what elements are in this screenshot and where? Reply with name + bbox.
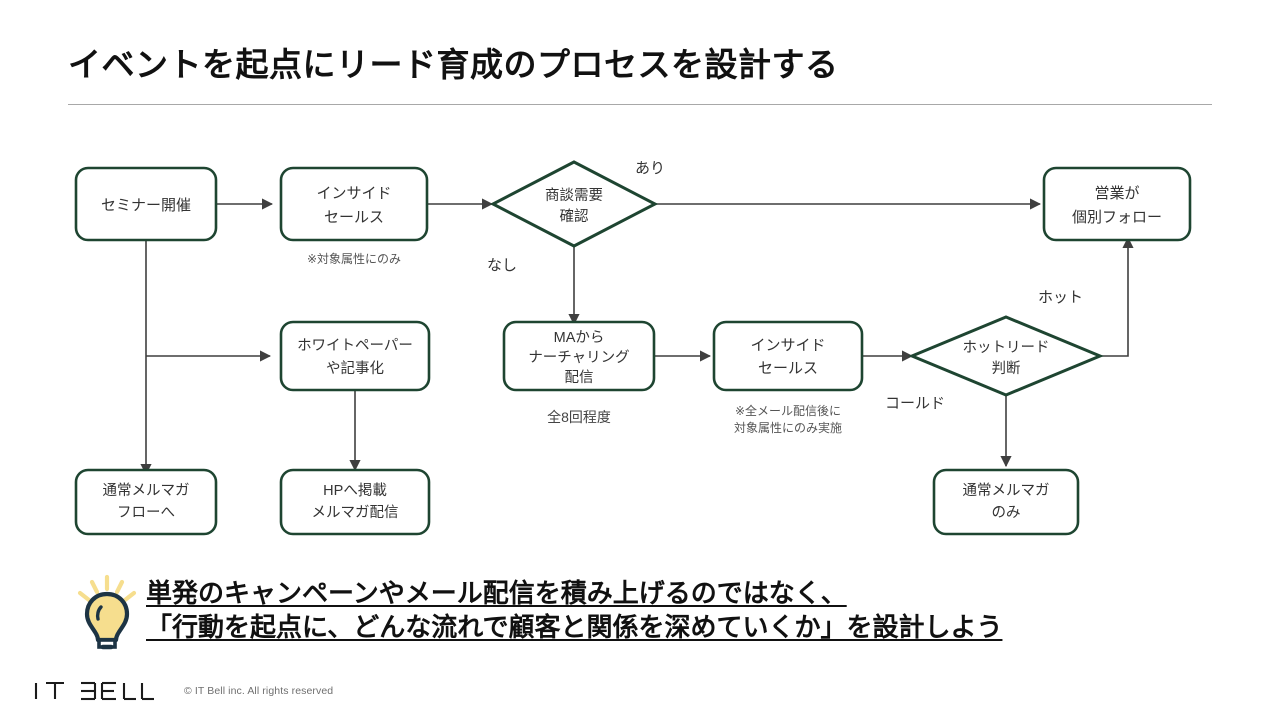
brand-wordmark-icon <box>34 681 154 701</box>
node-hot-lead-decision[interactable]: ホットリード 判断 <box>908 315 1104 397</box>
edge-label-yes: あり <box>635 160 665 177</box>
node-newsletter-only[interactable]: 通常メルマガ のみ <box>932 468 1080 536</box>
node-newsletter-flow-shape <box>74 468 218 536</box>
node-sales-follow-shape <box>1042 166 1192 242</box>
node-whitepaper[interactable]: ホワイトペーパー や記事化 <box>279 320 431 392</box>
node-seminar[interactable]: セミナー開催 <box>74 166 218 242</box>
note-inside-sales-2-line-1: ※全メール配信後に <box>735 403 841 418</box>
node-inside-sales-1[interactable]: インサイド セールス <box>279 166 429 242</box>
node-newsletter-only-shape <box>932 468 1080 536</box>
edge-label-cold: コールド <box>885 395 945 412</box>
callout-line-2: 「行動を起点に、どんな流れで顧客と関係を深めていくか」を設計しよう <box>146 612 1003 643</box>
node-hp-post[interactable]: HPへ掲載 メルマガ配信 <box>279 468 431 536</box>
node-inside-sales-1-label-1: インサイド <box>316 185 391 202</box>
node-sales-follow[interactable]: 営業が 個別フォロー <box>1042 166 1192 242</box>
copyright-text: © IT Bell inc. All rights reserved <box>184 685 334 697</box>
node-hot-lead-label-2: 判断 <box>992 360 1021 377</box>
node-inside-sales-1-shape <box>279 166 429 242</box>
node-newsletter-only-label-2: のみ <box>992 505 1021 521</box>
node-deal-need-label-1: 商談需要 <box>545 187 603 204</box>
node-inside-sales-2-label-1: インサイド <box>750 337 825 354</box>
node-inside-sales-2-label-2: セールス <box>758 360 818 377</box>
node-seminar-shape <box>74 166 218 242</box>
note-inside-sales-1: ※対象属性にのみ <box>307 252 401 266</box>
node-ma-nurturing[interactable]: MAから ナーチャリング 配信 <box>502 320 656 392</box>
node-seminar-label: セミナー開催 <box>101 197 191 214</box>
node-ma-nurturing-shape <box>502 320 656 392</box>
node-whitepaper-label-1: ホワイトペーパー <box>297 337 413 354</box>
page-title: イベントを起点にリード育成のプロセスを設計する <box>68 46 839 83</box>
key-takeaway-callout: 単発のキャンペーンやメール配信を積み上げるのではなく、 「行動を起点に、どんな流… <box>76 572 1226 656</box>
lightbulb-icon <box>77 574 137 650</box>
node-ma-nurturing-label-3: 配信 <box>565 369 594 386</box>
node-deal-need-shape <box>489 160 659 248</box>
node-newsletter-flow-label-2: フローへ <box>117 505 175 521</box>
process-flow-diagram: セミナー開催 インサイド セールス ※対象属性にのみ 商談需要 確認 あり なし… <box>74 160 1192 536</box>
node-whitepaper-label-2: や記事化 <box>326 360 384 377</box>
node-sales-follow-label-1: 営業が <box>1094 185 1139 202</box>
node-hp-post-shape <box>279 468 431 536</box>
node-hot-lead-shape <box>908 315 1104 397</box>
node-inside-sales-1-label-2: セールス <box>324 209 384 226</box>
it-bell-logo <box>32 678 158 704</box>
title-divider <box>68 104 1212 105</box>
node-hot-lead-label-1: ホットリード <box>963 340 1050 356</box>
note-ma-nurturing: 全8回程度 <box>547 409 611 425</box>
footer: © IT Bell inc. All rights reserved <box>32 678 333 704</box>
node-deal-need-decision[interactable]: 商談需要 確認 <box>489 160 659 248</box>
node-sales-follow-label-2: 個別フォロー <box>1072 209 1162 226</box>
edge-label-hot: ホット <box>1038 289 1083 306</box>
node-ma-nurturing-label-1: MAから <box>554 329 605 346</box>
node-inside-sales-2[interactable]: インサイド セールス <box>712 320 864 392</box>
node-inside-sales-2-shape <box>712 320 864 392</box>
node-newsletter-only-label-1: 通常メルマガ <box>963 482 1050 499</box>
edge-label-no: なし <box>487 257 517 274</box>
edge-hot-lead-hot-to-sales-follow <box>1100 236 1134 357</box>
note-inside-sales-2-line-2: 対象属性にのみ実施 <box>734 420 842 435</box>
node-hp-post-label-1: HPへ掲載 <box>323 482 387 499</box>
node-newsletter-flow[interactable]: 通常メルマガ フローへ <box>74 468 218 536</box>
node-hp-post-label-2: メルマガ配信 <box>312 504 399 521</box>
node-deal-need-label-2: 確認 <box>560 208 589 225</box>
callout-line-1: 単発のキャンペーンやメール配信を積み上げるのではなく、 <box>146 578 847 608</box>
node-ma-nurturing-label-2: ナーチャリング <box>528 349 629 366</box>
node-newsletter-flow-label-1: 通常メルマガ <box>103 482 190 499</box>
node-whitepaper-shape <box>279 320 431 392</box>
